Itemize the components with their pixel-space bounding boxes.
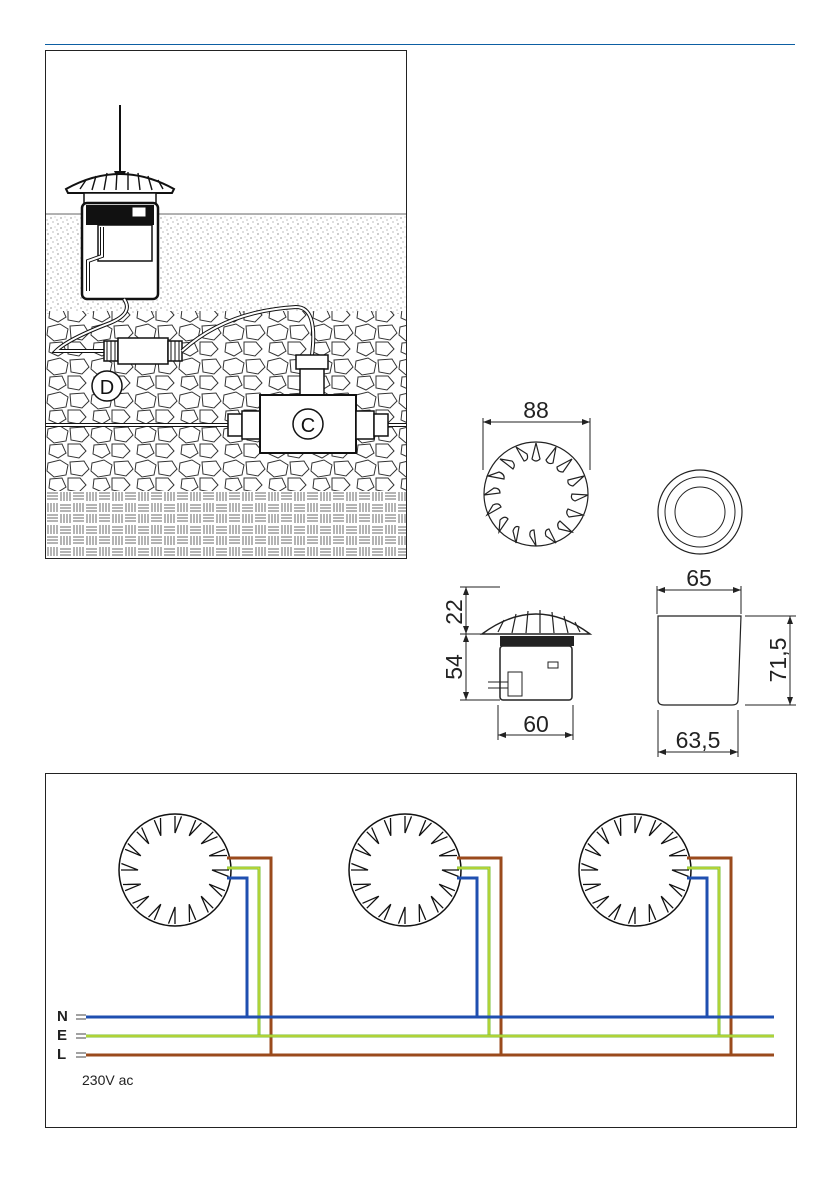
earth-drop-1-stripe (227, 868, 259, 1036)
dim-top-diameter: 88 (523, 397, 549, 423)
installation-diagram: D C (45, 50, 407, 559)
lamp-1 (119, 814, 231, 926)
earth-drop-2-stripe (457, 868, 489, 1036)
dim-body-width: 60 (523, 711, 549, 737)
dim-sleeve-diameter: 65 (686, 565, 712, 591)
dim-sleeve-height: 71,5 (765, 638, 791, 683)
neutral-drop-2 (457, 878, 477, 1017)
live-drop-1 (227, 858, 271, 1055)
fixture-side-view (482, 610, 590, 700)
header-rule (45, 44, 795, 45)
svg-text:D: D (100, 377, 114, 399)
soil-layer (46, 491, 406, 558)
earth-drop-3-stripe (687, 868, 719, 1036)
sleeve-top-view (658, 470, 742, 554)
earth-drop-2 (457, 868, 489, 1036)
dim-cap-height: 22 (441, 599, 467, 625)
earth-label: E (57, 1027, 67, 1044)
sleeve-side-view (658, 616, 741, 705)
neutral-label: N (57, 1008, 68, 1025)
wiring-diagram: N E L 230V ac (45, 773, 797, 1128)
live-drop-2 (457, 858, 501, 1055)
neutral-drop-1 (227, 878, 247, 1017)
cap-top-view (484, 442, 588, 546)
light-fixture (66, 172, 174, 299)
lamp-2 (349, 814, 461, 926)
earth-drop-1 (227, 868, 259, 1036)
dim-body-height: 54 (441, 654, 467, 680)
live-label: L (57, 1046, 66, 1063)
supply-voltage-label: 230V ac (82, 1072, 133, 1088)
neutral-drop-3 (687, 878, 707, 1017)
cable-connector (104, 338, 182, 364)
callout-c: C (301, 415, 315, 437)
lamp-3 (579, 814, 691, 926)
earth-drop-3 (687, 868, 719, 1036)
callout-d: D (92, 371, 122, 401)
dim-sleeve-base: 63,5 (676, 727, 721, 753)
live-drop-3 (687, 858, 731, 1055)
